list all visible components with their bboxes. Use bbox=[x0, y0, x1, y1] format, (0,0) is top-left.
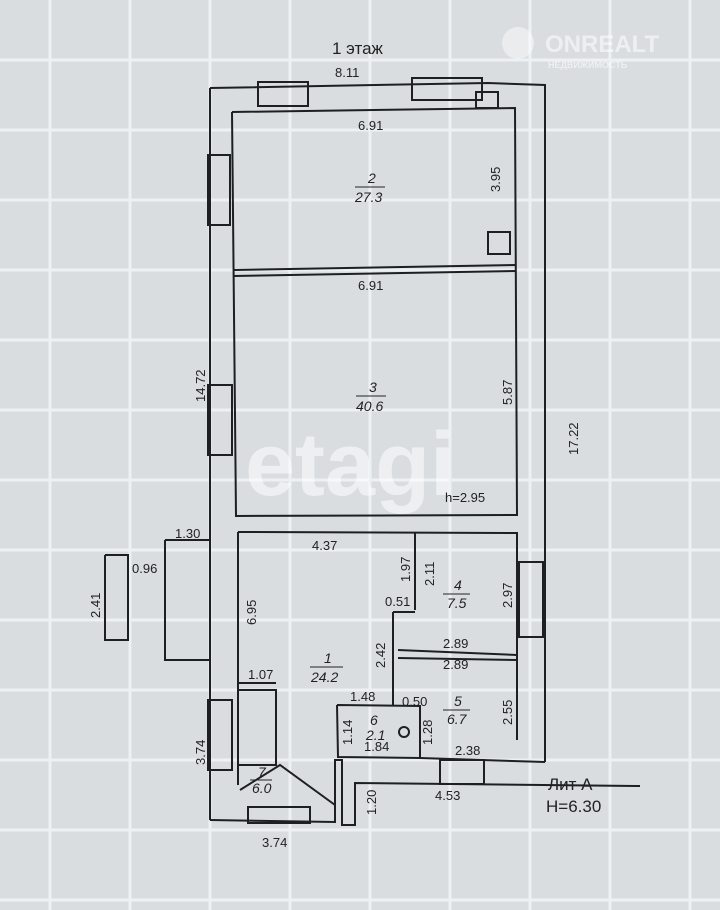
dimension-label: 6.91 bbox=[358, 278, 383, 293]
dimension-label: 2.42 bbox=[373, 643, 388, 668]
window bbox=[411, 77, 483, 101]
room-number: 4 bbox=[454, 577, 462, 593]
window bbox=[257, 81, 309, 107]
room-area: 24.2 bbox=[310, 669, 338, 685]
dimension-label: 4.53 bbox=[435, 788, 460, 803]
room-4: 47.5 bbox=[443, 577, 470, 611]
building-label: Лит А H=6.30 bbox=[546, 775, 601, 816]
dimension-label: 1.20 bbox=[364, 790, 379, 815]
window bbox=[207, 699, 233, 771]
dimension-label: 3.95 bbox=[488, 167, 503, 192]
dimension-label: 2.38 bbox=[455, 743, 480, 758]
room-6: 62.1 bbox=[365, 712, 385, 743]
window bbox=[439, 759, 485, 785]
dimension-label: 1.30 bbox=[175, 526, 200, 541]
lit-label: Лит А bbox=[548, 775, 593, 794]
windows-and-fixtures bbox=[207, 77, 544, 824]
dimension-label: 2.89 bbox=[443, 636, 468, 651]
watermark-brand: ONREALT bbox=[545, 31, 660, 58]
dimension-label: 2.55 bbox=[500, 700, 515, 725]
watermark-center: etagi bbox=[245, 415, 455, 515]
window bbox=[247, 806, 311, 824]
stove-icon bbox=[487, 231, 511, 255]
dimension-label: 1.97 bbox=[398, 557, 413, 582]
dimension-label: 8.11 bbox=[335, 65, 359, 80]
room-1: 124.2 bbox=[310, 650, 343, 685]
floor-title: 1 этаж bbox=[332, 39, 384, 58]
watermark-logo-icon bbox=[502, 27, 534, 59]
dimension-label: 2.11 bbox=[422, 562, 437, 586]
window bbox=[518, 561, 544, 638]
walls bbox=[104, 81, 641, 826]
room-3: 340.6 bbox=[356, 379, 386, 414]
toilet-icon bbox=[398, 726, 410, 738]
watermark: ONREALT НЕДВИЖИМОСТЬ etagi bbox=[245, 27, 660, 515]
room-7: 76.0 bbox=[250, 764, 272, 796]
room-area: 27.3 bbox=[354, 189, 382, 205]
room-labels: 227.3 340.6 124.2 47.5 56.7 62.1 76.0 bbox=[250, 170, 470, 796]
dimension-label: 0.51 bbox=[385, 594, 410, 609]
dimension-label: 2.89 bbox=[443, 657, 468, 672]
dimension-label: 3.74 bbox=[193, 740, 208, 765]
dimension-label: 0.96 bbox=[132, 561, 157, 576]
dimension-label: 3.74 bbox=[262, 835, 287, 850]
dimension-label: 1.07 bbox=[248, 667, 273, 682]
dimension-label: 17.22 bbox=[566, 422, 581, 455]
room-area: 6.7 bbox=[447, 711, 468, 727]
building-height: H=6.30 bbox=[546, 797, 601, 816]
ceiling-height-label: h=2.95 bbox=[445, 490, 485, 505]
room-2: 227.3 bbox=[354, 170, 385, 205]
room-number: 1 bbox=[324, 650, 332, 666]
dimension-label: 6.91 bbox=[358, 118, 383, 133]
room-number: 6 bbox=[370, 712, 378, 728]
dimension-label: 0.50 bbox=[402, 694, 427, 709]
room-area: 2.1 bbox=[365, 727, 385, 743]
dimension-label: 5.87 bbox=[500, 380, 515, 405]
watermark-subtitle: НЕДВИЖИМОСТЬ bbox=[548, 60, 628, 70]
window bbox=[207, 154, 231, 226]
room-number: 7 bbox=[258, 764, 267, 780]
dimension-label: 1.48 bbox=[350, 689, 375, 704]
dimension-label: 1.28 bbox=[420, 720, 435, 745]
dimension-label: 4.37 bbox=[312, 538, 337, 553]
dimension-label: 1.14 bbox=[340, 720, 355, 745]
dimension-label: 14.72 bbox=[193, 369, 208, 402]
dimension-labels: 8.11 6.91 3.95 6.91 14.72 5.87 h=2.95 17… bbox=[88, 65, 581, 850]
room-area: 7.5 bbox=[447, 595, 467, 611]
room-area: 40.6 bbox=[356, 398, 383, 414]
window bbox=[207, 384, 233, 456]
room-number: 5 bbox=[454, 693, 462, 709]
room-area: 6.0 bbox=[252, 780, 272, 796]
room-number: 2 bbox=[367, 170, 376, 186]
dimension-label: 2.41 bbox=[88, 593, 103, 618]
room-number: 3 bbox=[369, 379, 377, 395]
dimension-label: 2.97 bbox=[500, 583, 515, 608]
boiler-icon bbox=[475, 91, 499, 109]
room-5: 56.7 bbox=[443, 693, 470, 727]
dimension-label: 1.84 bbox=[364, 739, 389, 754]
dimension-label: 6.95 bbox=[244, 600, 259, 625]
